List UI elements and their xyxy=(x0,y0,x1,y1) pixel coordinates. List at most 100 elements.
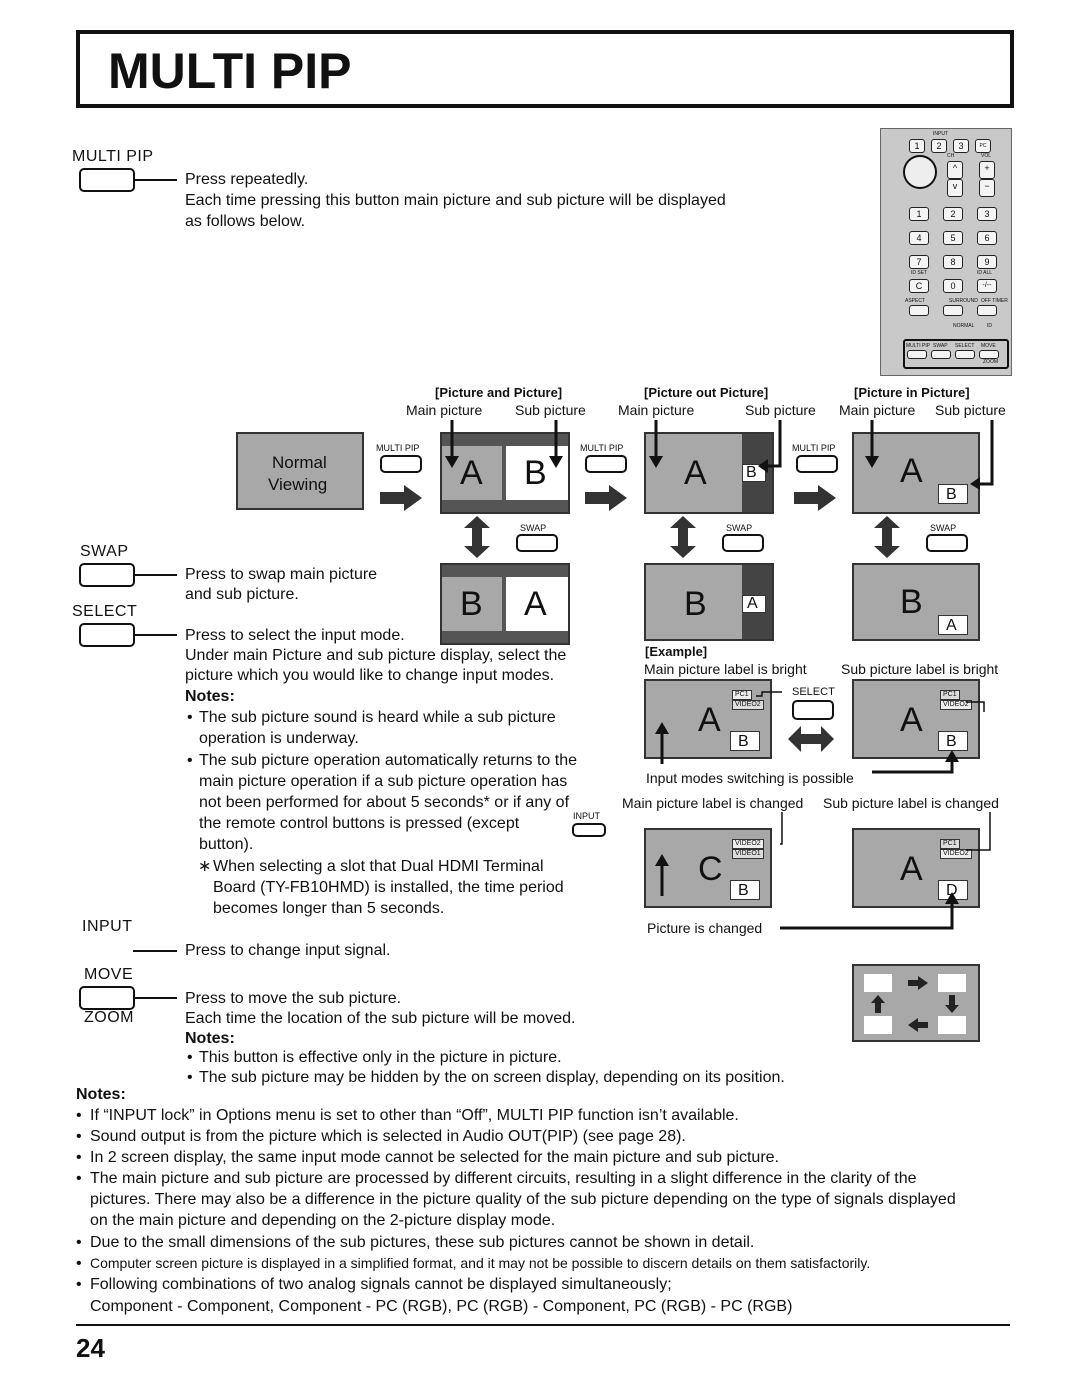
select-note-2d: the remote control buttons is pressed (e… xyxy=(199,815,520,832)
move-left-arrow-icon xyxy=(908,1018,928,1032)
remote-digit-8: 8 xyxy=(943,255,963,269)
diagram-multi-pip-label: MULTI PIP xyxy=(376,443,420,453)
main-bright-caption: Main picture label is bright xyxy=(644,661,807,677)
remote-select-key xyxy=(955,350,975,359)
select-note-2a: The sub picture operation automatically … xyxy=(199,752,577,769)
pip-pointer-arrows xyxy=(865,420,994,490)
example-sub-box xyxy=(730,731,760,751)
pap-screen: A B xyxy=(440,432,570,514)
diagram-swap-label: SWAP xyxy=(930,523,957,533)
swap-line1: Press to swap main picture xyxy=(185,566,378,583)
general-note-3: In 2 screen display, the same input mode… xyxy=(90,1149,779,1166)
remote-digit-2: 2 xyxy=(943,207,963,221)
example-heading: [Example] xyxy=(645,644,708,659)
main-picture-label: Main picture xyxy=(618,402,695,418)
move-notes-heading: Notes: xyxy=(185,1030,235,1047)
mode-header-pap: [Picture and Picture] xyxy=(435,385,563,400)
remote-swap-label: SWAP xyxy=(933,343,948,349)
switching-caption: Input modes switching is possible xyxy=(646,770,854,786)
footer-rule xyxy=(76,1324,1010,1326)
remote-move-label: MOVE xyxy=(981,343,996,349)
input-line1: Press to change input signal. xyxy=(185,942,391,959)
remote-key-c: C xyxy=(909,279,929,293)
input-label: INPUT xyxy=(82,918,133,935)
remote-normal-label: NORMAL xyxy=(953,323,975,329)
pip-swapped-sub-box xyxy=(938,615,968,635)
swap-leader xyxy=(133,574,177,576)
remote-aspect-key xyxy=(909,305,929,316)
move-leader xyxy=(133,997,177,999)
select-notes-heading: Notes: xyxy=(185,688,235,705)
remote-digit-5: 5 xyxy=(943,231,963,245)
example-main-changed-screen: VIDEO2 VIDEO1 C B xyxy=(644,828,772,908)
main-picture-label: Main picture xyxy=(839,402,916,418)
multi-pip-line3: as follows below. xyxy=(185,213,306,230)
asterisk-line-1: When selecting a slot that Dual HDMI Ter… xyxy=(213,858,544,875)
diagram-select-label: SELECT xyxy=(792,686,835,698)
pip-letter-a: A xyxy=(900,452,923,490)
remote-digit-4: 4 xyxy=(909,231,929,245)
pop-letter-b: B xyxy=(746,464,757,481)
pap-letter-b: B xyxy=(524,454,547,492)
move-label: MOVE xyxy=(84,966,134,983)
remote-digit-9: 9 xyxy=(977,255,997,269)
pip-swapped-letter-a: A xyxy=(946,617,957,634)
pip-sub-box xyxy=(938,484,968,504)
diagram-multi-pip-button xyxy=(585,455,627,473)
pap-swapped-screen: B A xyxy=(440,563,570,645)
remote-vol-label: VOL xyxy=(981,153,992,159)
example-letter-a: A xyxy=(900,701,923,739)
bullet: • xyxy=(76,1234,82,1251)
general-note-6: Computer screen picture is displayed in … xyxy=(90,1255,871,1271)
example-sub-bright-screen: PC1 VIDEO2 A B xyxy=(852,679,980,759)
sub-bright-caption: Sub picture label is bright xyxy=(841,661,999,677)
select-note-2b: main picture operation if a sub picture … xyxy=(199,773,568,790)
main-changed-caption: Main picture label is changed xyxy=(622,795,804,811)
remote-surround-key xyxy=(943,305,963,316)
pip-swapped-letter-b: B xyxy=(900,583,923,621)
move-button-icon xyxy=(79,986,135,1010)
move-note-1: This button is effective only in the pic… xyxy=(199,1049,562,1066)
general-note-1: If “INPUT lock” in Options menu is set t… xyxy=(90,1107,739,1124)
pap-swapped-sub xyxy=(506,577,568,631)
remote-key-1: 1 xyxy=(909,139,925,153)
move-diagram-screen xyxy=(852,964,980,1042)
pop-swapped-sub-box xyxy=(742,595,766,613)
bullet: • xyxy=(76,1276,82,1293)
example-pointer-lines xyxy=(655,691,985,774)
remote-off-timer-key xyxy=(977,305,997,316)
right-arrow-icon xyxy=(380,485,422,511)
pap-swapped-letter-b: B xyxy=(460,585,483,623)
remote-move-key xyxy=(979,350,999,359)
pc1-label: PC1 xyxy=(732,690,752,700)
diagram-multi-pip-label: MULTI PIP xyxy=(580,443,624,453)
diagram-swap-button xyxy=(516,534,558,552)
general-note-4b: pictures. There may also be a difference… xyxy=(90,1191,956,1208)
select-note-1b: operation is underway. xyxy=(199,730,359,747)
corner-top-right xyxy=(938,974,966,992)
move-note-2: The sub picture may be hidden by the on … xyxy=(199,1069,785,1086)
select-button-icon xyxy=(79,623,135,647)
corner-top-left xyxy=(864,974,892,992)
input-inline-label: INPUT xyxy=(573,811,600,821)
swap-line2: and sub picture. xyxy=(185,586,299,603)
corner-bottom-left xyxy=(864,1016,892,1034)
swap-button-icon xyxy=(79,563,135,587)
remote-multi-pip-group xyxy=(903,339,1009,369)
zoom-label: ZOOM xyxy=(84,1009,134,1026)
asterisk-line-3: becomes longer than 5 seconds. xyxy=(213,900,445,917)
main-sub-pointer-arrows xyxy=(445,420,563,468)
pop-sub-box xyxy=(742,464,766,482)
up-down-arrow-icon xyxy=(670,516,696,558)
corner-bottom-right xyxy=(938,1016,966,1034)
move-down-arrow-icon xyxy=(945,995,959,1013)
multi-pip-label: MULTI PIP xyxy=(72,148,154,165)
pc1-label: PC1 xyxy=(940,690,960,700)
picture-changed-caption: Picture is changed xyxy=(647,920,763,936)
remote-off-timer-label: OFF TIMER xyxy=(981,298,1008,304)
bullet: • xyxy=(187,752,193,769)
asterisk-mark: ∗ xyxy=(198,858,212,875)
example-sub-box xyxy=(938,731,968,751)
remote-digit-7: 7 xyxy=(909,255,929,269)
example-letter-a: A xyxy=(900,850,923,888)
